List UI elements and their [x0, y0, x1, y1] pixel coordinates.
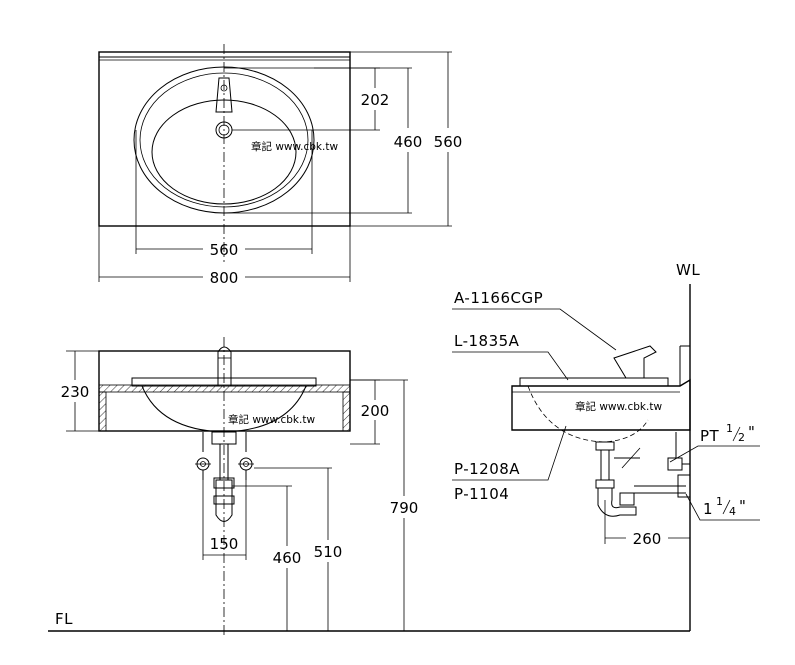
top-watermark: 章記 www.cbk.tw — [251, 140, 338, 153]
drain-fraction-slash — [722, 499, 731, 515]
side-trap-nut — [595, 479, 615, 489]
drain-size-whole: 1 — [703, 500, 713, 518]
side-drain-flange — [595, 441, 615, 451]
drain-leader — [685, 493, 760, 521]
side-trap-union — [619, 492, 635, 506]
side-basin-bowl — [527, 385, 649, 443]
dim-basin-depth: 460 — [394, 133, 423, 151]
faucet-code-label: A-1166CGP — [454, 289, 543, 307]
side-trap-icon — [597, 487, 637, 517]
dim-basin-width: 560 — [210, 241, 239, 259]
drain-size-den: 4 — [729, 505, 736, 518]
front-left-hatch — [98, 391, 107, 432]
top-view: 章記 www.cbk.tw 560 800 202 460 560 — [98, 44, 463, 287]
basin-code-label: L-1835A — [454, 332, 520, 350]
side-faucet-icon — [613, 345, 657, 379]
wall-label: WL — [676, 261, 700, 279]
supply-size-num: 1 — [726, 422, 733, 435]
trap-code-label-2: P-1104 — [454, 485, 509, 503]
dim-counter-width: 800 — [210, 269, 239, 287]
side-supply-valve — [621, 447, 641, 469]
wall-drain-flange — [677, 474, 691, 498]
counter-outline — [98, 51, 351, 227]
left-supply-valve-icon — [195, 432, 211, 480]
front-slab-hatch — [98, 384, 351, 393]
supply-size-suffix: " — [748, 423, 755, 441]
basin-leader — [452, 351, 569, 381]
side-basin-rim — [519, 377, 669, 387]
front-faucet-icon — [217, 346, 232, 386]
front-view: 章記 www.cbk.tw 230 — [48, 337, 690, 638]
side-watermark: 章記 www.cbk.tw — [575, 400, 662, 413]
dim-supply-height: 510 — [314, 543, 343, 561]
dim-counter-height: 230 — [61, 383, 90, 401]
dim-wall-offset: 260 — [633, 530, 662, 548]
faucet-top-icon — [215, 77, 233, 113]
floor-label: FL — [55, 610, 73, 628]
side-supply-valve-icon — [667, 457, 683, 471]
front-watermark: 章記 www.cbk.tw — [228, 413, 315, 426]
supply-size-prefix: PT — [700, 427, 720, 445]
trap-leader — [452, 425, 567, 481]
supply-leader — [669, 445, 760, 463]
drain-size-suffix: " — [739, 497, 746, 515]
dim-counter-depth: 560 — [434, 133, 463, 151]
supply-fraction-slash — [732, 426, 741, 442]
faucet-leader — [452, 308, 617, 351]
supply-size-den: 2 — [738, 431, 745, 444]
side-view: WL 章記 www.cbk.tw A-1166CGP L-1835A — [452, 261, 760, 631]
dim-supply-spacing: 150 — [210, 535, 239, 553]
right-supply-valve-icon — [238, 432, 254, 480]
trap-code-label-1: P-1208A — [454, 460, 520, 478]
dim-tap-offset: 202 — [361, 91, 390, 109]
drain-size-num: 1 — [716, 495, 723, 508]
front-right-hatch — [342, 391, 351, 432]
dim-basin-depth-front: 200 — [361, 402, 390, 420]
dim-total-height: 790 — [390, 499, 419, 517]
front-trap-icon — [215, 479, 233, 522]
dim-drain-height: 460 — [273, 549, 302, 567]
